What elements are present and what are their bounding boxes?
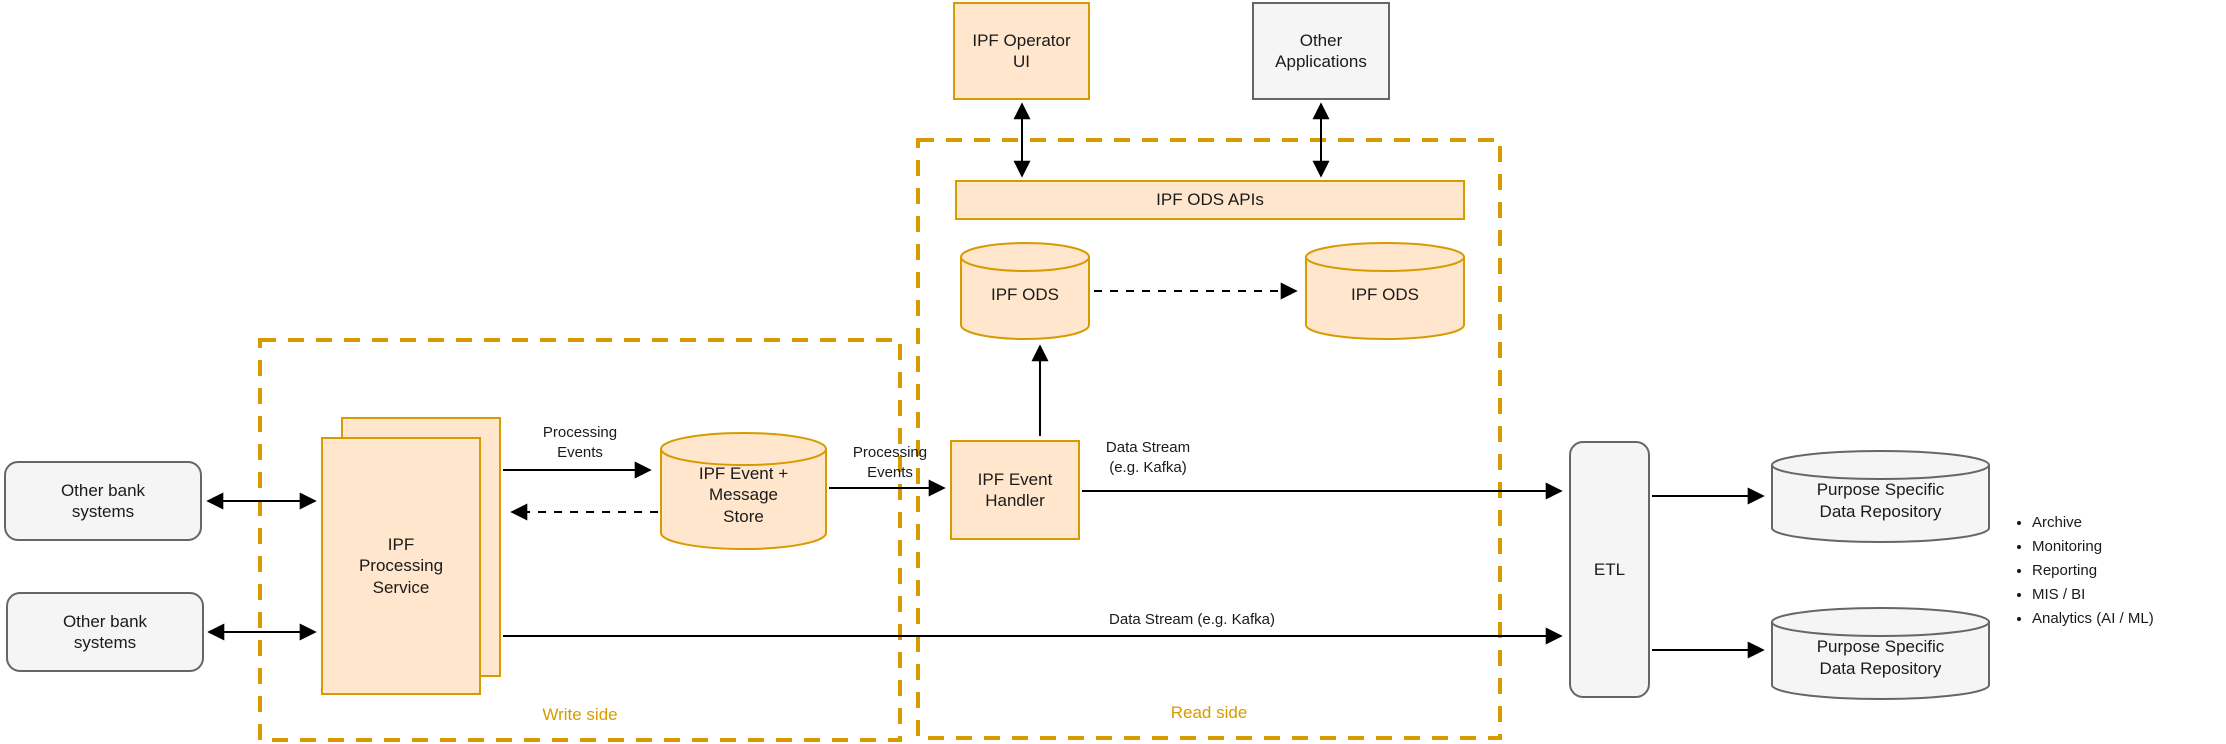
list-item: Reporting <box>2032 559 2226 583</box>
node-ipf-event-handler: IPF Event Handler <box>950 440 1080 540</box>
node-label: Purpose Specific Data Repository <box>1816 637 1945 678</box>
node-other-bank-systems-bottom: Other bank systems <box>6 592 204 672</box>
edge-label-processing-events-right: Processing Events <box>852 444 928 482</box>
node-repo-top: Purpose Specific Data Repository <box>1771 450 1990 543</box>
node-other-applications: Other Applications <box>1252 2 1390 100</box>
edge-label-data-stream-bottom: Data Stream (e.g. Kafka) <box>1109 611 1275 628</box>
edge-label-processing-events-left: Processing Events <box>542 424 618 462</box>
node-ipf-event-message-store: IPF Event + Message Store <box>660 432 827 550</box>
list-item: Archive <box>2032 511 2226 535</box>
node-ipf-ods-left: IPF ODS <box>960 242 1090 340</box>
node-label: Purpose Specific Data Repository <box>1816 480 1945 521</box>
node-label: IPF Event + Message Store <box>698 464 789 526</box>
read-side-label: Read side <box>1170 703 1248 722</box>
node-label: IPF ODS <box>990 285 1059 305</box>
node-ipf-ods-apis: IPF ODS APIs <box>955 180 1465 220</box>
node-ipf-ods-right: IPF ODS <box>1305 242 1465 340</box>
node-etl: ETL <box>1569 441 1650 698</box>
list-item: Monitoring <box>2032 535 2226 559</box>
repository-purposes-list: Archive Monitoring Reporting MIS / BI An… <box>2008 511 2226 631</box>
list-item: Analytics (AI / ML) <box>2032 607 2226 631</box>
node-label: IPF ODS <box>1350 285 1419 305</box>
read-side-container <box>916 138 1502 740</box>
node-other-bank-systems-top: Other bank systems <box>4 461 202 541</box>
node-repo-bottom: Purpose Specific Data Repository <box>1771 607 1990 700</box>
edge-label-data-stream-top: Data Stream (e.g. Kafka) <box>1105 439 1191 477</box>
write-side-container <box>258 338 902 742</box>
list-item: MIS / BI <box>2032 583 2226 607</box>
node-ipf-operator-ui: IPF Operator UI <box>953 2 1090 100</box>
node-ipf-processing-service: IPF Processing Service <box>321 437 481 695</box>
write-side-label: Write side <box>542 705 618 724</box>
